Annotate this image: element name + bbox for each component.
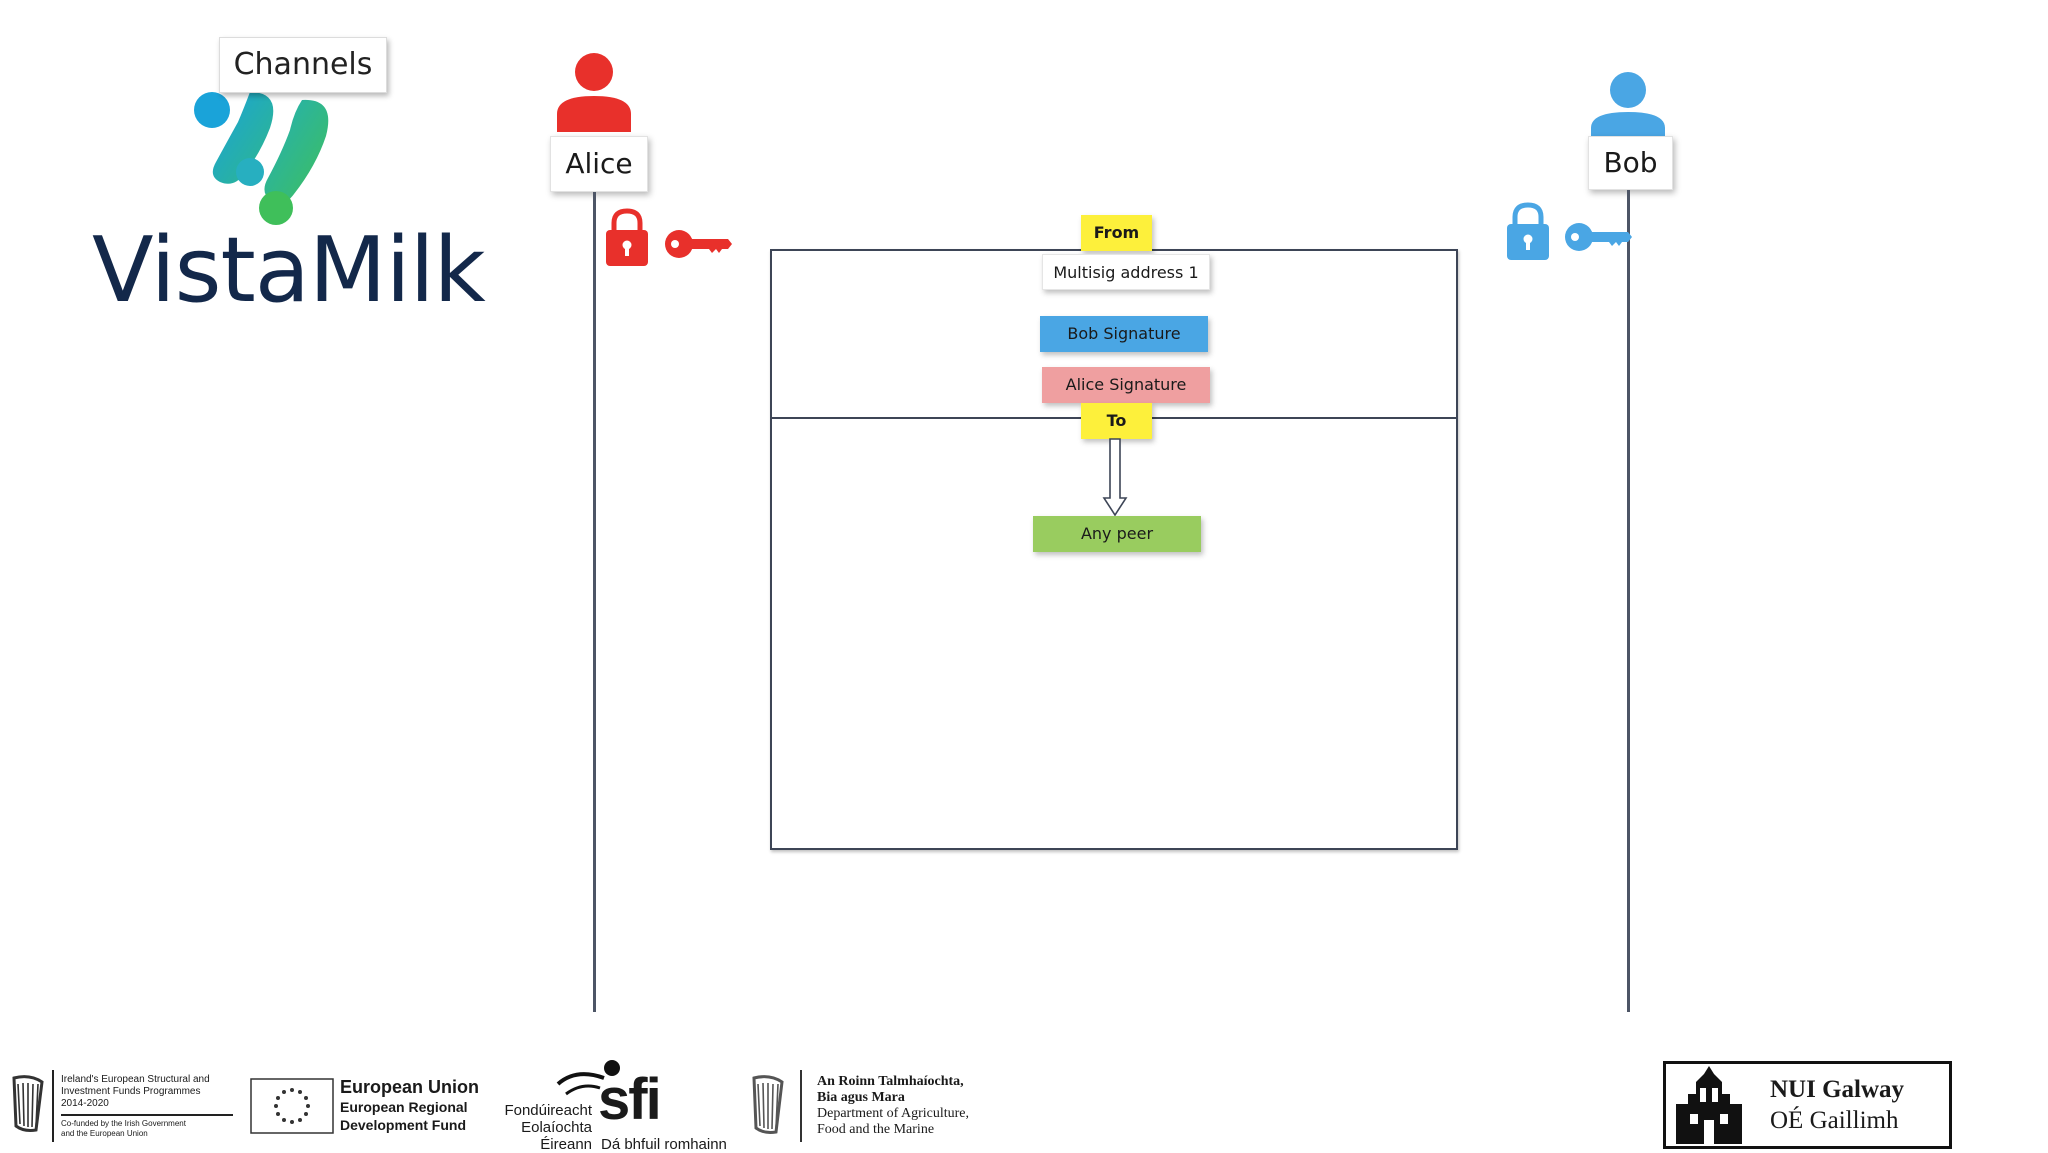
- eu-flag-icon: [250, 1078, 334, 1134]
- from-address: Multisig address 1: [1042, 254, 1210, 290]
- harp-icon: [12, 1075, 44, 1132]
- esif-line1: Ireland's European Structural and: [61, 1074, 210, 1085]
- esif-line3: 2014-2020: [61, 1098, 109, 1109]
- nuig-line2: OÉ Gaillimh: [1770, 1107, 1899, 1134]
- eu-line1: European Regional: [340, 1099, 468, 1115]
- sfi-tagline: Dá bhfuil romhainn: [601, 1136, 727, 1153]
- bob-lock-icon: [1507, 202, 1549, 260]
- bob-lifeline: [1627, 190, 1630, 1012]
- eu-text: European Union European Regional Develop…: [340, 1076, 479, 1134]
- from-tag: From: [1081, 215, 1152, 251]
- sfi-mark: sfi: [598, 1067, 662, 1132]
- eu-title: European Union: [340, 1077, 479, 1097]
- sfi-line3: Éireann: [540, 1136, 592, 1153]
- nuig-text: NUI Galway OÉ Gaillimh: [1770, 1074, 1904, 1136]
- dafm-line3: Department of Agriculture,: [817, 1106, 970, 1121]
- dafm-line2: Bia agus Mara: [817, 1090, 905, 1105]
- dafm-line4: Food and the Marine: [817, 1122, 935, 1137]
- dafm-rule: [800, 1070, 802, 1142]
- to-tag: To: [1081, 403, 1152, 439]
- dafm-line1: An Roinn Talmhaíochta,: [817, 1074, 964, 1089]
- alice-label: Alice: [550, 136, 648, 192]
- bob-key-icon: [1565, 223, 1632, 251]
- sfi-swoosh-icon: [556, 1060, 620, 1096]
- esif-line2: Investment Funds Programmes: [61, 1086, 201, 1097]
- nuig-tower-icon: [1666, 1064, 1752, 1146]
- nuig-line1: NUI Galway: [1770, 1076, 1905, 1103]
- esif-line5: and the European Union: [61, 1129, 148, 1138]
- any-peer-tag: Any peer: [1033, 516, 1201, 552]
- vistamilk-logo-mark: [194, 92, 329, 225]
- alice-lock-icon: [606, 208, 648, 266]
- bob-label: Bob: [1588, 136, 1673, 190]
- nuig-logo: NUI Galway OÉ Gaillimh: [1663, 1061, 1952, 1149]
- eu-line2: Development Fund: [340, 1117, 467, 1133]
- alice-person-icon: [557, 53, 631, 132]
- esif-line4: Co-funded by the Irish Government: [61, 1119, 186, 1128]
- alice-lifeline: [593, 192, 596, 1012]
- sfi-line2: Eolaíochta: [521, 1119, 592, 1136]
- sfi-line1: Fondúireacht: [504, 1102, 592, 1119]
- esif-rule: [52, 1070, 54, 1142]
- alice-signature-tag: Alice Signature: [1042, 367, 1210, 403]
- slide-title: Channels: [219, 37, 387, 93]
- vistamilk-logo-text: VistaMilk: [92, 218, 486, 323]
- dafm-text: An Roinn Talmhaíochta, Bia agus Mara Dep…: [817, 1074, 969, 1138]
- sfi-text: Fondúireacht Eolaíochta Éireann: [492, 1102, 592, 1153]
- down-arrow-icon: [1102, 438, 1128, 517]
- bob-person-icon: [1591, 72, 1665, 140]
- dafm-harp-icon: [752, 1075, 784, 1134]
- esif-text: Ireland's European Structural and Invest…: [61, 1074, 241, 1139]
- bob-signature-tag: Bob Signature: [1040, 316, 1208, 352]
- alice-key-icon: [665, 230, 732, 258]
